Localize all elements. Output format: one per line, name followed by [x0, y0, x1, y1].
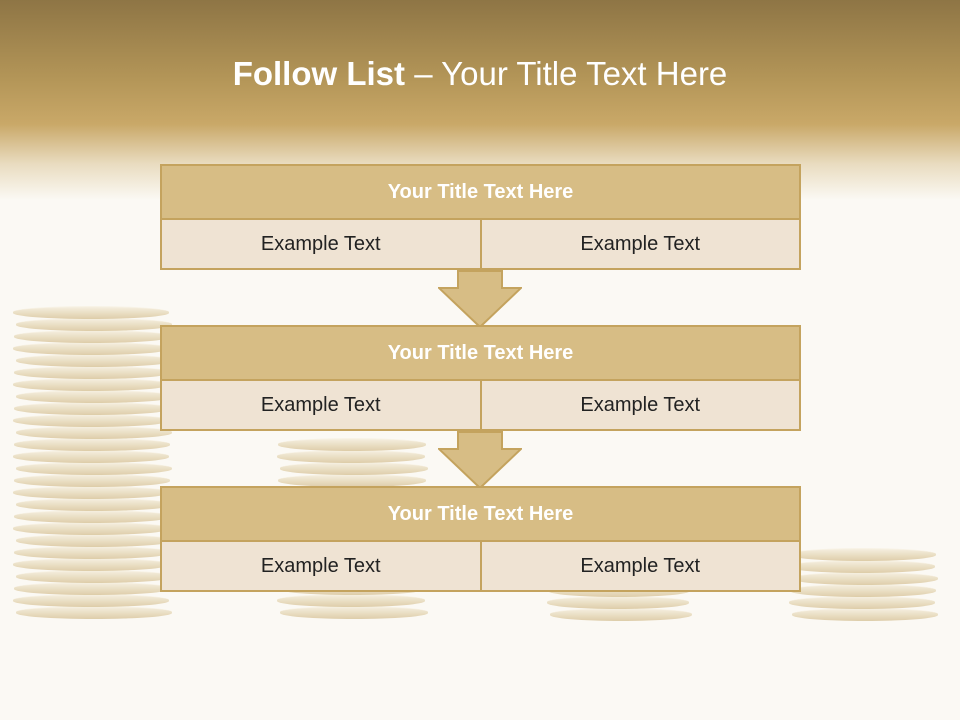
- coin: [13, 378, 169, 391]
- block-title: Your Title Text Here: [160, 325, 801, 381]
- coin: [14, 402, 170, 415]
- block-title: Your Title Text Here: [160, 486, 801, 542]
- coin: [16, 570, 172, 583]
- coin: [16, 354, 172, 367]
- list-block-1: Your Title Text Here Example Text Exampl…: [160, 164, 801, 270]
- coin: [16, 462, 172, 475]
- coin: [280, 606, 428, 619]
- slide-title: Follow List – Your Title Text Here: [0, 55, 960, 93]
- coin: [13, 522, 169, 535]
- coin: [16, 318, 172, 331]
- coin: [14, 438, 170, 451]
- coin: [790, 584, 936, 597]
- coin: [14, 510, 170, 523]
- coin: [789, 560, 935, 573]
- slide-title-rest: – Your Title Text Here: [405, 55, 728, 92]
- coin: [13, 414, 169, 427]
- block-cell: Example Text: [481, 381, 801, 431]
- coin: [277, 450, 425, 463]
- block-row: Example Text Example Text: [160, 220, 801, 270]
- coin: [789, 596, 935, 609]
- block-cell: Example Text: [160, 220, 482, 270]
- down-arrow-icon: [438, 270, 522, 328]
- coin: [14, 474, 170, 487]
- list-block-2: Your Title Text Here Example Text Exampl…: [160, 325, 801, 431]
- coin: [550, 608, 692, 621]
- coin: [16, 498, 172, 511]
- coin: [277, 594, 425, 607]
- coin: [16, 390, 172, 403]
- coin: [13, 450, 169, 463]
- coin: [792, 608, 938, 621]
- list-block-3: Your Title Text Here Example Text Exampl…: [160, 486, 801, 592]
- coin: [792, 572, 938, 585]
- coin: [16, 534, 172, 547]
- coin: [13, 342, 169, 355]
- coin: [278, 438, 426, 451]
- coin: [13, 558, 169, 571]
- coin: [14, 582, 170, 595]
- coin: [16, 606, 172, 619]
- coin: [14, 366, 170, 379]
- coin: [13, 486, 169, 499]
- block-row: Example Text Example Text: [160, 381, 801, 431]
- coin: [13, 594, 169, 607]
- coin: [547, 596, 689, 609]
- block-cell: Example Text: [481, 220, 801, 270]
- block-row: Example Text Example Text: [160, 542, 801, 592]
- coin: [14, 330, 170, 343]
- slide-title-bold: Follow List: [232, 55, 406, 92]
- down-arrow-icon: [438, 431, 522, 489]
- block-cell: Example Text: [160, 542, 482, 592]
- coin: [16, 426, 172, 439]
- block-title: Your Title Text Here: [160, 164, 801, 220]
- coin: [280, 462, 428, 475]
- block-cell: Example Text: [160, 381, 482, 431]
- coin: [13, 306, 169, 319]
- coin: [790, 548, 936, 561]
- block-cell: Example Text: [481, 542, 801, 592]
- coin: [14, 546, 170, 559]
